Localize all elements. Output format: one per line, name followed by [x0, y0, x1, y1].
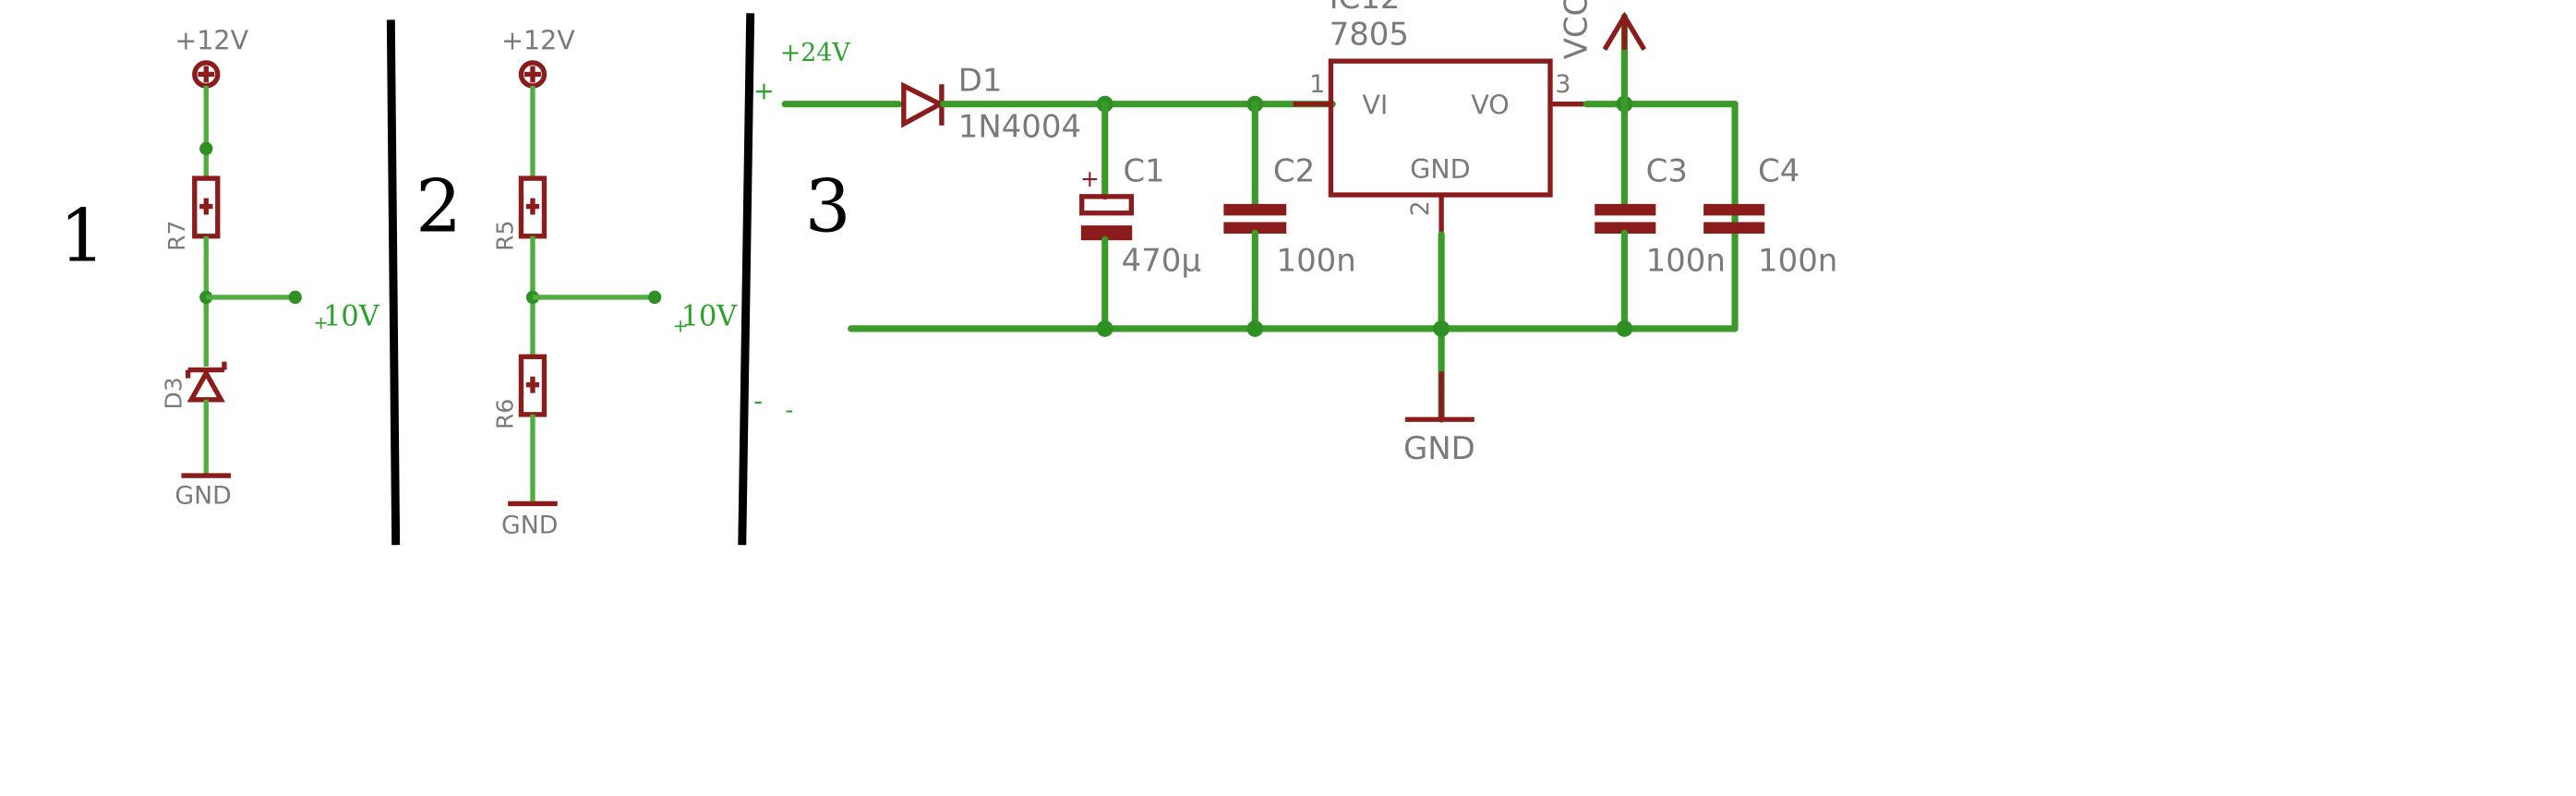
- divider-line: [738, 13, 755, 546]
- input-voltage-label: +24V: [780, 39, 851, 67]
- zener-diode-d3-icon: [185, 361, 227, 403]
- capacitor-c2-value: 100n: [1276, 242, 1355, 279]
- input-minus-sign-outer: -: [753, 388, 763, 416]
- junction-dot: [1246, 320, 1264, 337]
- capacitor-c4-icon: [1703, 203, 1765, 235]
- capacitor-c1-polarity: +: [1080, 165, 1100, 192]
- capacitor-c1-value: 470µ: [1122, 242, 1201, 279]
- capacitor-c4-name: C4: [1758, 153, 1800, 190]
- resistor-r7-label: R7: [163, 221, 190, 251]
- vcc-label: VCC: [1558, 0, 1595, 59]
- vcc-arrow-icon: [1602, 11, 1647, 52]
- junction-dot: [1433, 320, 1451, 337]
- resistor-r6-label: R6: [492, 399, 519, 429]
- capacitor-c2-icon: [1223, 203, 1287, 235]
- junction-dot: [288, 290, 302, 305]
- capacitor-c4-value: 100n: [1758, 242, 1837, 279]
- panel-1-ground-label: GND: [175, 481, 231, 510]
- junction-dot: [1616, 320, 1633, 337]
- diode-d1-icon: [901, 81, 945, 128]
- regulator-pin-1: 1: [1309, 70, 1325, 99]
- panel-3-ground-label: GND: [1403, 430, 1475, 467]
- panel-2-supply-label: +12V: [501, 25, 575, 56]
- input-plus-sign: +: [753, 77, 774, 105]
- divider-line: [386, 19, 401, 546]
- regulator-part: 7805: [1330, 16, 1409, 53]
- panel-1: 1 +12V R7 + 10V D3: [59, 25, 379, 511]
- junction-dot: [199, 141, 213, 156]
- resistor-r5-icon: [518, 175, 548, 239]
- panel-1-number: 1: [59, 194, 105, 279]
- regulator-pin-vi: VI: [1362, 89, 1388, 120]
- zener-d3-label: D3: [160, 377, 187, 409]
- regulator-pin-vo: VO: [1471, 89, 1510, 120]
- output-cross-mark: +: [313, 312, 328, 333]
- panel-1-supply-label: +12V: [175, 25, 248, 56]
- panel-2-output-label: 10V: [681, 300, 739, 332]
- regulator-pin-gnd: GND: [1410, 153, 1470, 185]
- capacitor-c3-value: 100n: [1646, 242, 1726, 279]
- regulator-pin-3: 3: [1555, 70, 1571, 99]
- panel-1-output-label: 10V: [323, 300, 380, 332]
- panel-2-number: 2: [415, 163, 462, 248]
- diode-d1-part: 1N4004: [958, 108, 1081, 145]
- output-cross-mark: +: [673, 315, 688, 336]
- panel-3-number: 3: [805, 163, 851, 248]
- resistor-r7-icon: [192, 175, 221, 239]
- capacitor-c1-name: C1: [1123, 153, 1164, 190]
- panel-3: 3 +24V + - - D1 1N4004 + C1 470µ: [753, 0, 1837, 467]
- junction-dot: [647, 290, 662, 305]
- resistor-r6-icon: [518, 354, 548, 417]
- supply-symbol-icon: [192, 60, 221, 89]
- regulator-name: IC12: [1330, 0, 1401, 17]
- diode-d1-name: D1: [958, 62, 1003, 99]
- capacitor-c3-icon: [1595, 203, 1656, 235]
- capacitor-c3-name: C3: [1646, 153, 1688, 190]
- panel-2: 2 +12V R5 + 10V R6 GND: [415, 25, 738, 540]
- regulator-pin-2: 2: [1406, 200, 1435, 216]
- capacitor-c2-name: C2: [1273, 153, 1315, 190]
- panel-2-ground-label: GND: [501, 512, 558, 540]
- input-minus-sign-inner: -: [785, 396, 793, 423]
- capacitor-c1-polarized-icon: [1079, 194, 1134, 241]
- supply-symbol-icon: [518, 60, 548, 89]
- junction-dot: [1096, 320, 1113, 337]
- resistor-r5-label: R5: [492, 221, 519, 251]
